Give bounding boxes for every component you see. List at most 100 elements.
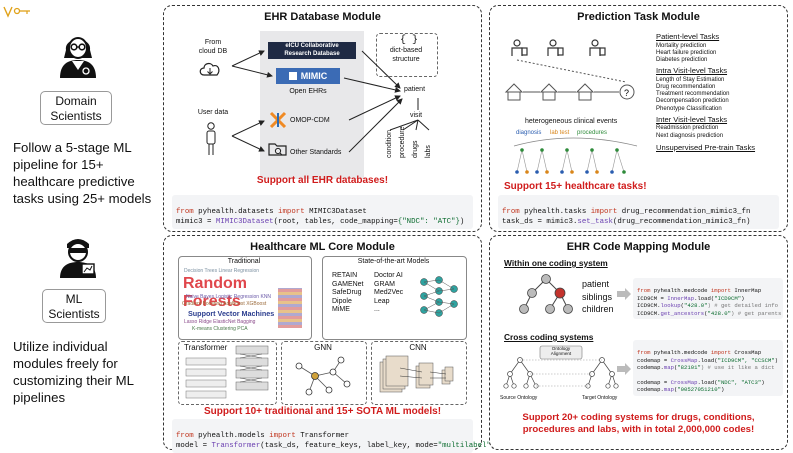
code-token: import [590, 208, 618, 216]
code-token: CrossMap [731, 349, 762, 357]
code-token: lookup [660, 302, 681, 310]
code-token: pyhealth.medcode [650, 287, 711, 295]
cross-arrow-icon [616, 362, 632, 381]
pred-support-text: Support 15+ healthcare tasks! [504, 181, 647, 192]
code-token: task_ds = mimic3. [502, 218, 578, 226]
code-token: ) [761, 379, 765, 387]
code-mapping-module-title: EHR Code Mapping Module [566, 241, 711, 253]
code-token: "multilabel" [437, 442, 491, 450]
code-token: pyhealth.medcode [650, 349, 711, 357]
traditional-label: Traditional [227, 258, 261, 265]
code-token: ( [704, 309, 708, 317]
code-token: InnerMap [667, 294, 695, 302]
code-token: codemap = [637, 379, 671, 387]
transformer-side-diagram [185, 357, 227, 399]
folder-search-icon [268, 141, 288, 162]
code-token: mimic3 = [176, 218, 216, 226]
cnn-label: CNN [409, 343, 427, 352]
code-token: "ICD9CM" [714, 294, 742, 302]
gnn-box [281, 341, 367, 405]
code-token: ) # get parents [731, 309, 782, 317]
patient-node-label: patient [404, 86, 426, 93]
code-token: (root, tables, code_mapping= [273, 218, 398, 226]
siblings-label: siblings [582, 291, 613, 302]
omop-cdm-label: OMOP-CDM [290, 117, 330, 124]
code-token: CrossMap [670, 379, 698, 387]
ml-core-module-title: Healthcare ML Core Module [250, 241, 395, 253]
map-support-text: Support 20+ coding systems for drugs, co… [522, 412, 755, 435]
code-token: from [176, 432, 194, 440]
sota-col2: Doctor AI GRAM Med2Vec Leap ... [374, 272, 403, 315]
prediction-task-module-title: Prediction Task Module [577, 11, 700, 23]
code-token: {"NDC": "ATC"} [397, 218, 460, 226]
code-token: ( [673, 364, 678, 372]
code-token: ) [774, 356, 779, 364]
code-token: codemap. [637, 386, 664, 394]
code-token: "428.0" [684, 302, 708, 310]
task-item: Treatment recommendation [656, 91, 730, 98]
model-item: GAMENet [332, 280, 364, 288]
dict-structure-label: dict-based structure [389, 47, 423, 63]
code-token: (drug_recommendation_mimic3_fn) [612, 218, 751, 226]
domain-scientists-description: Follow a 5-stage ML pipeline for 15+ hea… [13, 140, 152, 206]
patient-label: patient [582, 279, 610, 289]
code-token: ICD9CM = [637, 294, 668, 302]
mimic-label: MIMIC [300, 71, 328, 81]
corner-logo [2, 4, 34, 18]
model-item: MiME [332, 306, 350, 314]
omop-logo-icon [269, 111, 287, 134]
code-token: from [176, 208, 194, 216]
event-procedures-label: procedures [577, 130, 608, 136]
task-item: Mortality prediction [656, 42, 707, 49]
ml-scientist-icon [52, 230, 104, 280]
inter-visit-heading: Inter Visit-level Tasks [656, 114, 728, 124]
other-standards-label: Other Standards [290, 149, 342, 156]
code-token: ( [680, 302, 685, 310]
code-token: import [269, 432, 296, 440]
code-token: Transformer [295, 432, 350, 440]
code-token: import [710, 287, 732, 295]
clinical-events-graph [513, 137, 638, 174]
code-token: ICD9CM. [637, 309, 661, 317]
dict-structure-box [376, 33, 438, 77]
model-item: Dipole [332, 297, 352, 305]
sota-box [322, 256, 467, 340]
code-token: pyhealth.tasks [519, 208, 591, 216]
code-token: InnerMap [731, 287, 762, 295]
code-token: MIMIC3Dataset [304, 208, 367, 216]
model-item: RETAIN [332, 272, 358, 279]
task-item: Diabetes prediction [656, 57, 708, 63]
code-token: pyhealth.models [193, 432, 270, 440]
model-item: Med2Vec [374, 289, 404, 297]
svg-text:?: ? [624, 88, 629, 98]
code-token: import [278, 208, 305, 216]
cnn-diagram [379, 355, 454, 393]
patient-level-heading: Patient-level Tasks [656, 32, 720, 41]
ontology-alignment-diagram [503, 345, 619, 389]
code-token: ICD9CM. [637, 302, 661, 310]
code-token: drug_recommendation_mimic3_fn [617, 208, 751, 216]
code-token: import [710, 349, 732, 357]
transformer-label: Transformer [184, 343, 228, 352]
innermap-code-block: from pyhealth.medcode import InnerMap IC… [633, 278, 783, 320]
wc-random-forests: Random Forests [183, 275, 247, 310]
code-token: ) [459, 218, 465, 226]
code-token: set_task [577, 218, 613, 226]
ehr-code-block: from pyhealth.datasets import MIMIC3Data… [172, 195, 473, 229]
code-token: model = [176, 442, 212, 450]
brackets-icon: { } [400, 35, 419, 46]
code-token: ) [720, 386, 725, 394]
cross-heading: Cross coding systems [504, 332, 594, 342]
wc-svm: Support Vector Machines [188, 309, 275, 318]
code-token: codemap. [637, 364, 664, 372]
code-token: .load( [697, 379, 718, 387]
sota-network-icon [420, 276, 458, 317]
code-token: get_ancestors [660, 309, 705, 317]
patient-visit-timeline: ? [504, 39, 635, 101]
mimic-badge: MIMIC [276, 68, 340, 84]
code-token: ) # use it like a dict [700, 364, 775, 372]
code-token: pyhealth.datasets [193, 208, 279, 216]
target-ontology-label: Target Ontology [582, 395, 618, 401]
model-item: GRAM [374, 280, 395, 288]
gnn-label: GNN [314, 343, 332, 352]
